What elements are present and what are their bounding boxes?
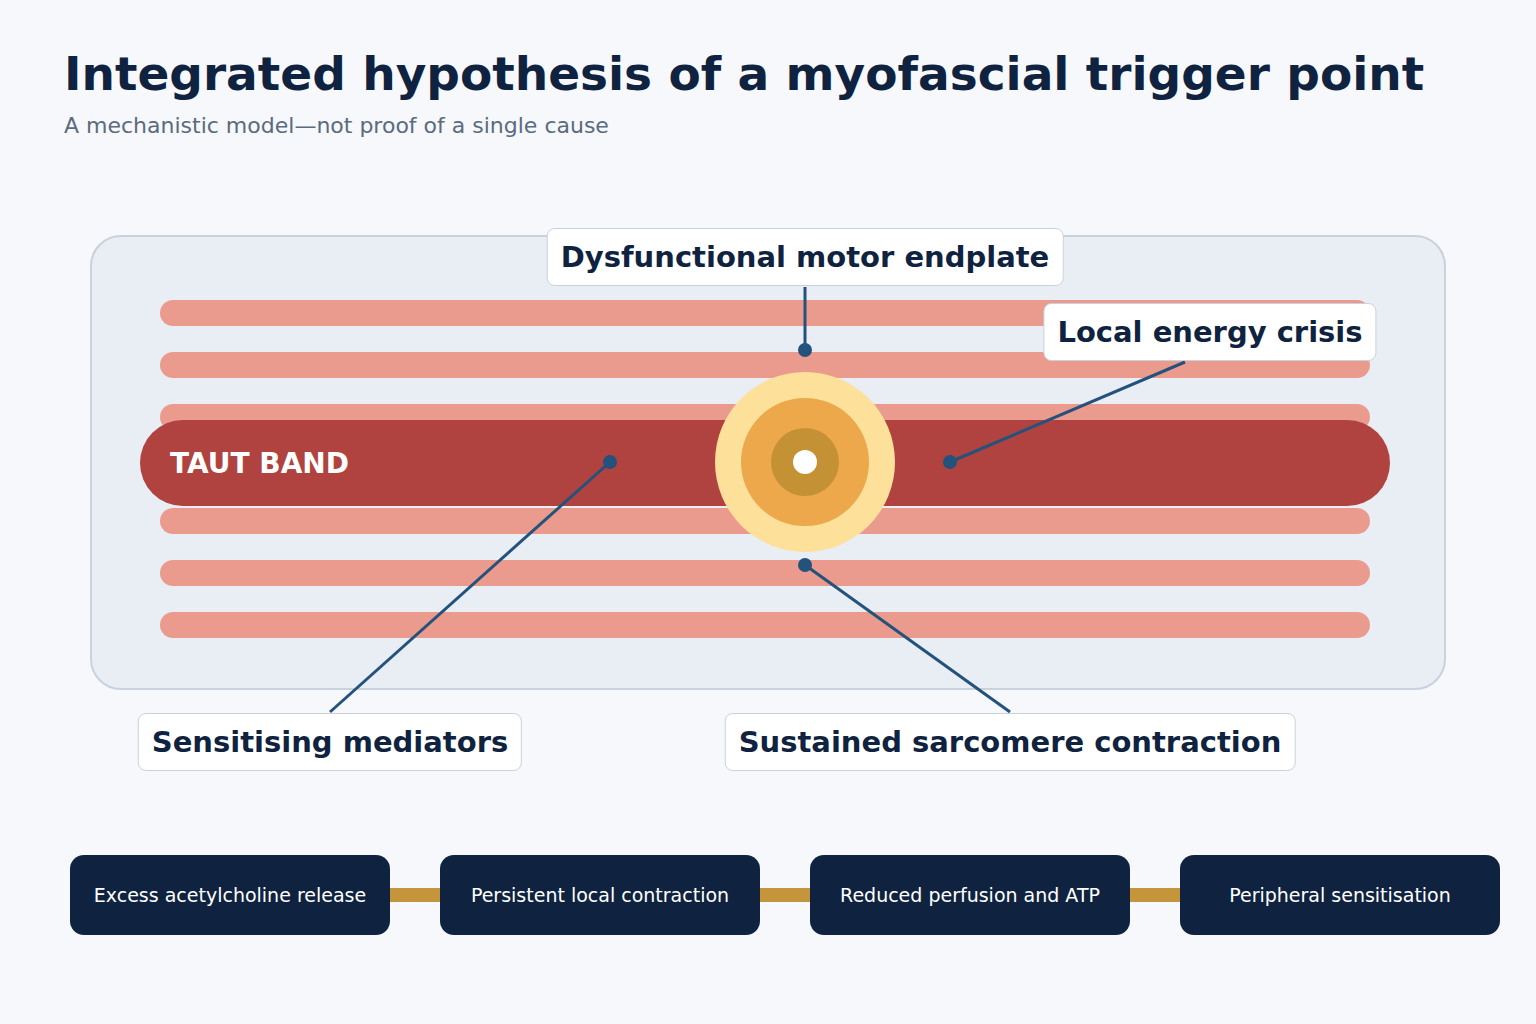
node-text: Sustained sarcomere contraction <box>739 725 1282 759</box>
leader-line <box>805 565 1010 712</box>
callout-box: Local energy crisis <box>1043 303 1376 361</box>
node-text: Reduced perfusion and ATP <box>840 884 1100 907</box>
callout-box: Dysfunctional motor endplate <box>547 228 1064 286</box>
trigger-point-ring <box>741 398 869 526</box>
leader-dot <box>943 455 957 469</box>
node-text: Peripheral sensitisation <box>1229 884 1451 907</box>
flow-connector <box>1130 888 1180 902</box>
flow-connector <box>760 888 810 902</box>
leader-dot <box>798 558 812 572</box>
muscle-panel <box>91 236 1445 689</box>
node-text: Excess acetylcholine release <box>94 884 366 907</box>
diagram-subtitle: A mechanistic model—not proof of a singl… <box>64 113 609 139</box>
node-text: Dysfunctional motor endplate <box>561 240 1050 274</box>
trigger-point-halo <box>715 372 895 552</box>
trigger-point-centre <box>793 450 817 474</box>
process-box: Reduced perfusion and ATP <box>810 855 1130 935</box>
diagram-title: Integrated hypothesis of a myofascial tr… <box>64 48 1424 100</box>
process-box: Excess acetylcholine release <box>70 855 390 935</box>
node-text: TAUT BAND <box>170 447 349 480</box>
leader-line <box>804 287 807 350</box>
leader-dot <box>603 455 617 469</box>
process-box: Peripheral sensitisation <box>1180 855 1500 935</box>
flow-connector <box>390 888 440 902</box>
leader-dot <box>798 343 812 357</box>
muscle-fibre <box>160 612 1370 638</box>
trigger-point-core <box>771 428 839 496</box>
muscle-fibre <box>160 560 1370 586</box>
process-box: Persistent local contraction <box>440 855 760 935</box>
node-text: Sensitising mediators <box>152 725 508 759</box>
callout-box: Sensitising mediators <box>138 713 522 771</box>
node-text: Local energy crisis <box>1057 315 1362 349</box>
node-text: Persistent local contraction <box>471 884 729 907</box>
callout-box: Sustained sarcomere contraction <box>725 713 1296 771</box>
